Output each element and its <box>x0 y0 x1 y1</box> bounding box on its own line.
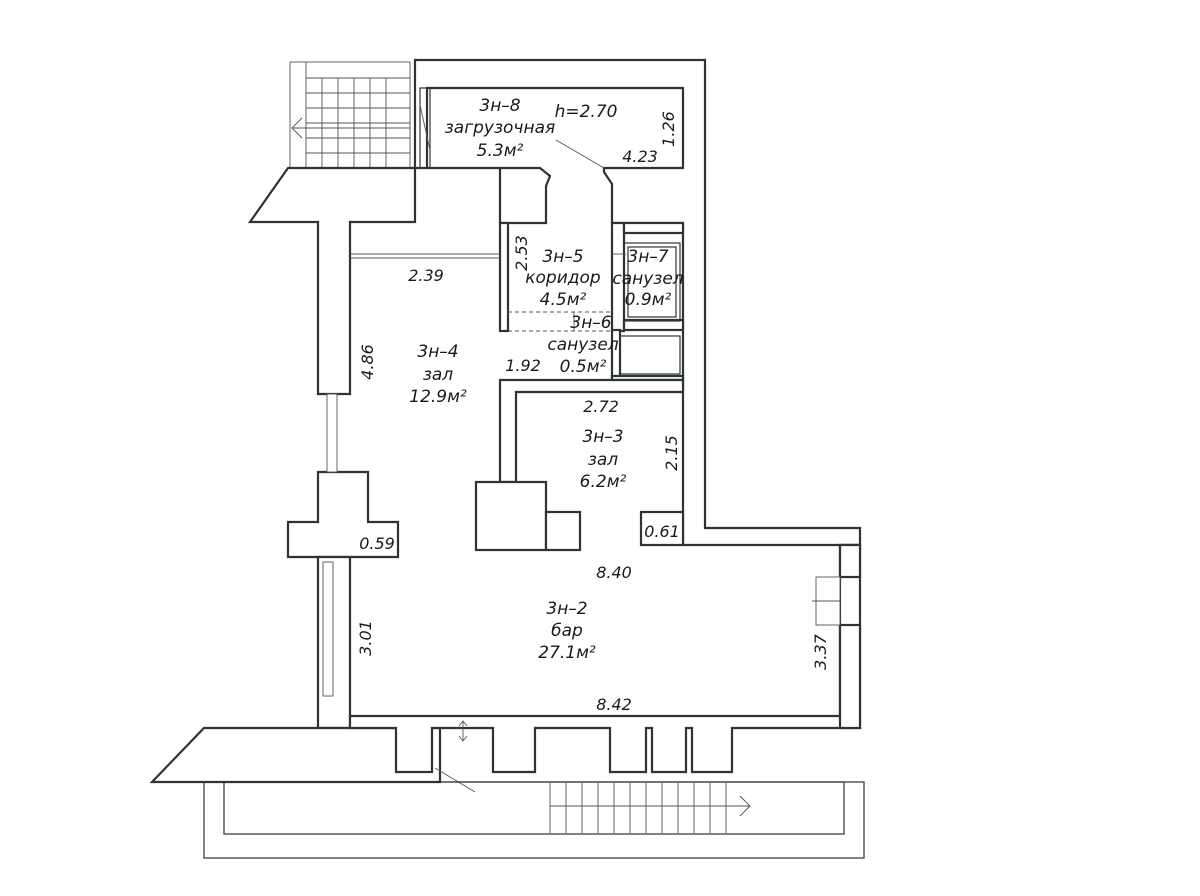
room-4-name: зал <box>423 365 453 385</box>
dim-1-26: 1.26 <box>659 111 678 147</box>
top-stair <box>289 61 411 171</box>
room-8-area: 5.3м² <box>477 141 524 161</box>
room-2-code: 3н–2 <box>546 599 587 619</box>
dim-3-37: 3.37 <box>811 633 830 669</box>
dim-2-39: 2.39 <box>408 266 444 285</box>
room-7-label: 3н–7 санузел 0.9м² <box>612 247 683 310</box>
dim-2-53: 2.53 <box>512 235 531 271</box>
room-6-area: 0.5м² <box>560 357 607 377</box>
room-8-name: загрузочная <box>445 118 555 138</box>
room-3-name: зал <box>588 450 618 470</box>
room-6-label: 3н–6 санузел 0.5м² <box>547 313 618 377</box>
room-8-label: 3н–8 загрузочная 5.3м² h=2.70 <box>445 96 618 161</box>
room-4-label: 3н–4 зал 12.9м² <box>409 342 467 407</box>
room-5-label: 3н–5 коридор 4.5м² <box>525 247 601 310</box>
room-3-code: 3н–3 <box>582 427 623 447</box>
dim-2-15: 2.15 <box>662 435 681 471</box>
dim-2-72: 2.72 <box>583 397 619 416</box>
room-6-code: 3н–6 <box>570 313 611 333</box>
dimensions: 1.26 4.23 2.53 2.39 4.86 1.92 2.72 2.15 … <box>356 111 830 714</box>
room-8-code: 3н–8 <box>479 96 520 116</box>
room-5-name: коридор <box>525 268 601 288</box>
room-6-name: санузел <box>547 335 618 355</box>
dim-4-23: 4.23 <box>622 147 658 166</box>
room-4-area: 12.9м² <box>409 387 467 407</box>
room-7-code: 3н–7 <box>627 247 668 267</box>
dim-1-92: 1.92 <box>505 356 541 375</box>
room-2-area: 27.1м² <box>538 643 596 663</box>
room-8-height: h=2.70 <box>555 102 618 122</box>
walls <box>149 58 862 784</box>
room-5-area: 4.5м² <box>540 290 587 310</box>
dim-8-42: 8.42 <box>596 695 632 714</box>
room-7-area: 0.9м² <box>625 290 672 310</box>
dim-0-59: 0.59 <box>359 534 395 553</box>
room-4-code: 3н–4 <box>417 342 458 362</box>
room-7-name: санузел <box>612 269 683 289</box>
dim-4-86: 4.86 <box>358 344 377 380</box>
room-3-label: 3н–3 зал 6.2м² <box>580 427 627 492</box>
room-2-label: 3н–2 бар 27.1м² <box>538 599 596 663</box>
room-3-area: 6.2м² <box>580 472 627 492</box>
dim-3-01: 3.01 <box>356 620 375 656</box>
dim-8-40: 8.40 <box>596 563 632 582</box>
dim-0-61: 0.61 <box>644 522 680 541</box>
details <box>322 87 841 793</box>
bottom-stair <box>203 781 865 859</box>
room-5-code: 3н–5 <box>542 247 583 267</box>
room-2-name: бар <box>551 621 583 641</box>
